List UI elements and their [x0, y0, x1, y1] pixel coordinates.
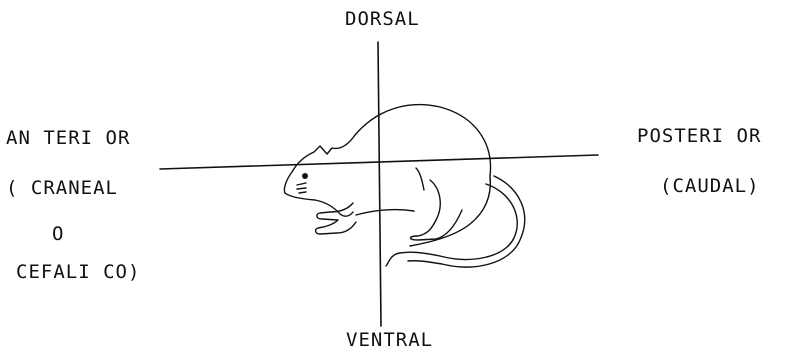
ventral-label: VENTRAL — [346, 331, 433, 350]
anterior-craneal-label: ( CRANEAL — [6, 179, 118, 198]
anterior-cefalico-label: CEFALI CO) — [16, 263, 140, 282]
rat-back-outline — [284, 105, 490, 193]
rat-eye — [302, 173, 308, 179]
rat-tail — [386, 176, 525, 267]
anterior-label: AN TERI OR — [6, 129, 130, 148]
posterior-caudal-label: (CAUDAL) — [660, 177, 760, 196]
rat-hind-leg — [411, 180, 463, 240]
rat-body-crease — [416, 168, 424, 190]
rat-front-legs — [316, 203, 356, 234]
posterior-label: POSTERI OR — [637, 127, 761, 146]
dorsal-label: DORSAL — [345, 10, 420, 29]
rat-belly — [356, 210, 414, 215]
vertical-axis — [378, 42, 381, 326]
rat-drawing-icon — [284, 105, 524, 267]
anterior-or-label: O — [52, 225, 64, 244]
rat-whiskers — [297, 183, 306, 193]
